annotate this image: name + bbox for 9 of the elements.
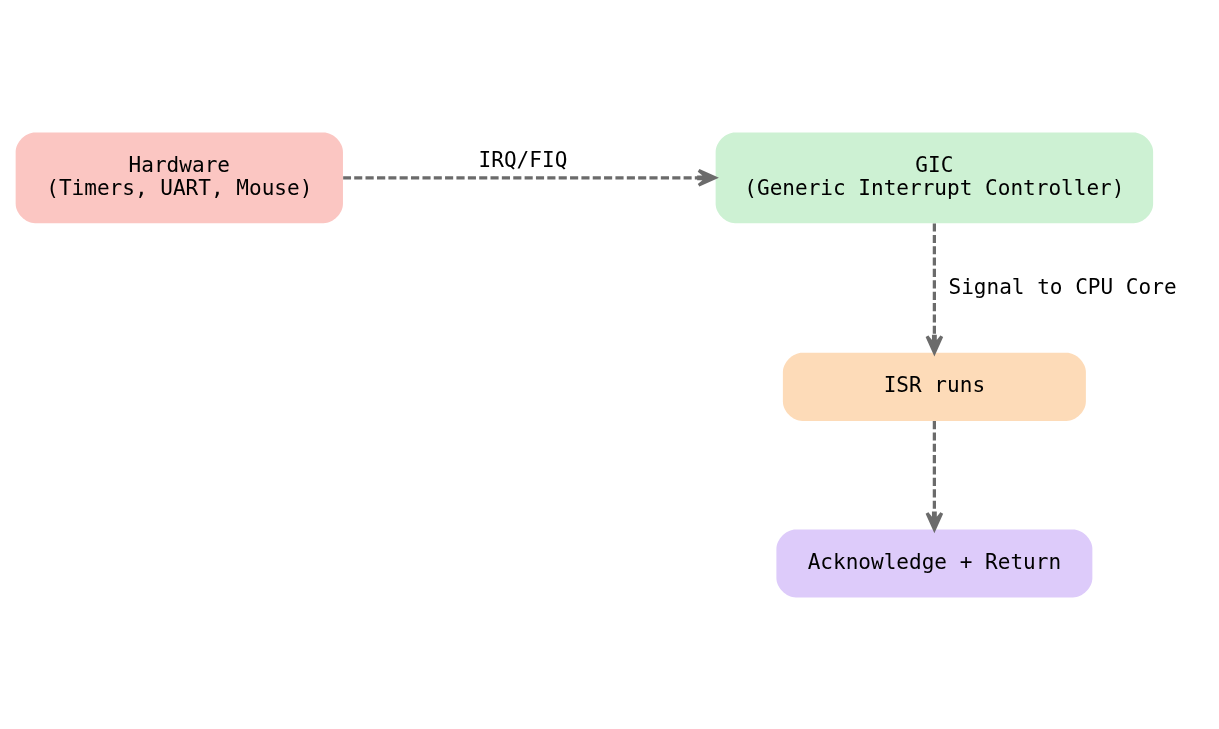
node-box: Hardware (Timers, UART, Mouse) <box>15 132 343 223</box>
arrow <box>343 168 717 187</box>
node-box: ISR runs <box>782 352 1086 421</box>
arrow <box>925 223 944 354</box>
node-box: GIC (Generic Interrupt Controller) <box>715 132 1154 223</box>
edge-label: Signal to CPU Core <box>948 273 1177 299</box>
edge-label: IRQ/FIQ <box>478 146 568 172</box>
arrow <box>925 420 944 531</box>
node-box: Acknowledge + Return <box>776 528 1093 597</box>
